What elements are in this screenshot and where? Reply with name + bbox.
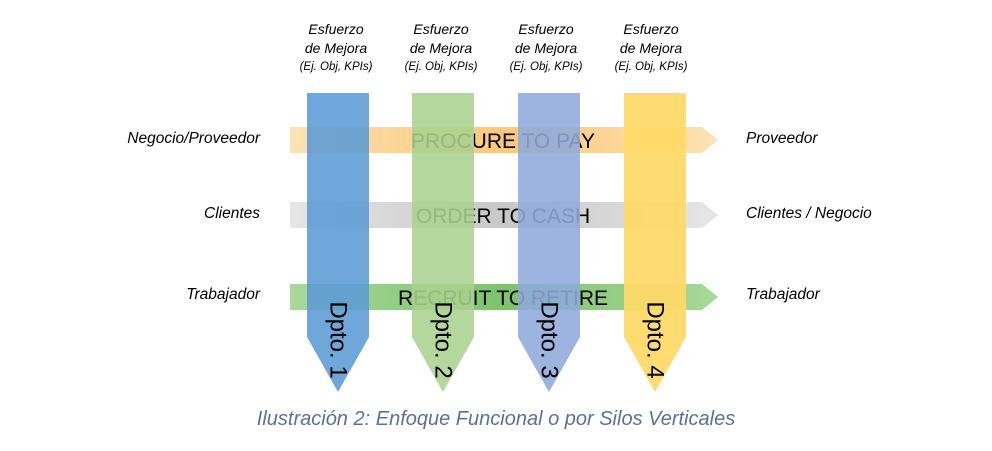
department-label-3: Dpto. 3: [536, 301, 563, 378]
row-left-label-2: Clientes: [204, 205, 260, 222]
row-right-label-2: Clientes / Negocio: [746, 205, 872, 222]
row-left-label-1: Negocio/Proveedor: [127, 130, 260, 147]
department-arrow-3: Dpto. 3: [518, 93, 580, 392]
effort-label-4: Esfuerzo de Mejora (Ej. Obj, KPIs): [614, 21, 688, 73]
row-left-label-3: Trabajador: [186, 286, 260, 303]
department-label-4: Dpto. 4: [642, 301, 669, 378]
row-right-label-1: Proveedor: [746, 130, 818, 147]
department-label-1: Dpto. 1: [325, 301, 352, 378]
effort-label-1: Esfuerzo de Mejora (Ej. Obj, KPIs): [299, 21, 373, 73]
row-right-label-3: Trabajador: [746, 286, 820, 303]
department-arrow-2: Dpto. 2: [412, 93, 474, 392]
figure-caption: Ilustración 2: Enfoque Funcional o por S…: [256, 408, 736, 430]
department-label-2: Dpto. 2: [430, 301, 457, 378]
effort-label-3: Esfuerzo de Mejora (Ej. Obj, KPIs): [509, 21, 583, 73]
department-arrow-4: Dpto. 4: [624, 93, 686, 392]
department-arrow-1: Dpto. 1: [307, 93, 369, 392]
effort-label-2: Esfuerzo de Mejora (Ej. Obj, KPIs): [404, 21, 478, 73]
